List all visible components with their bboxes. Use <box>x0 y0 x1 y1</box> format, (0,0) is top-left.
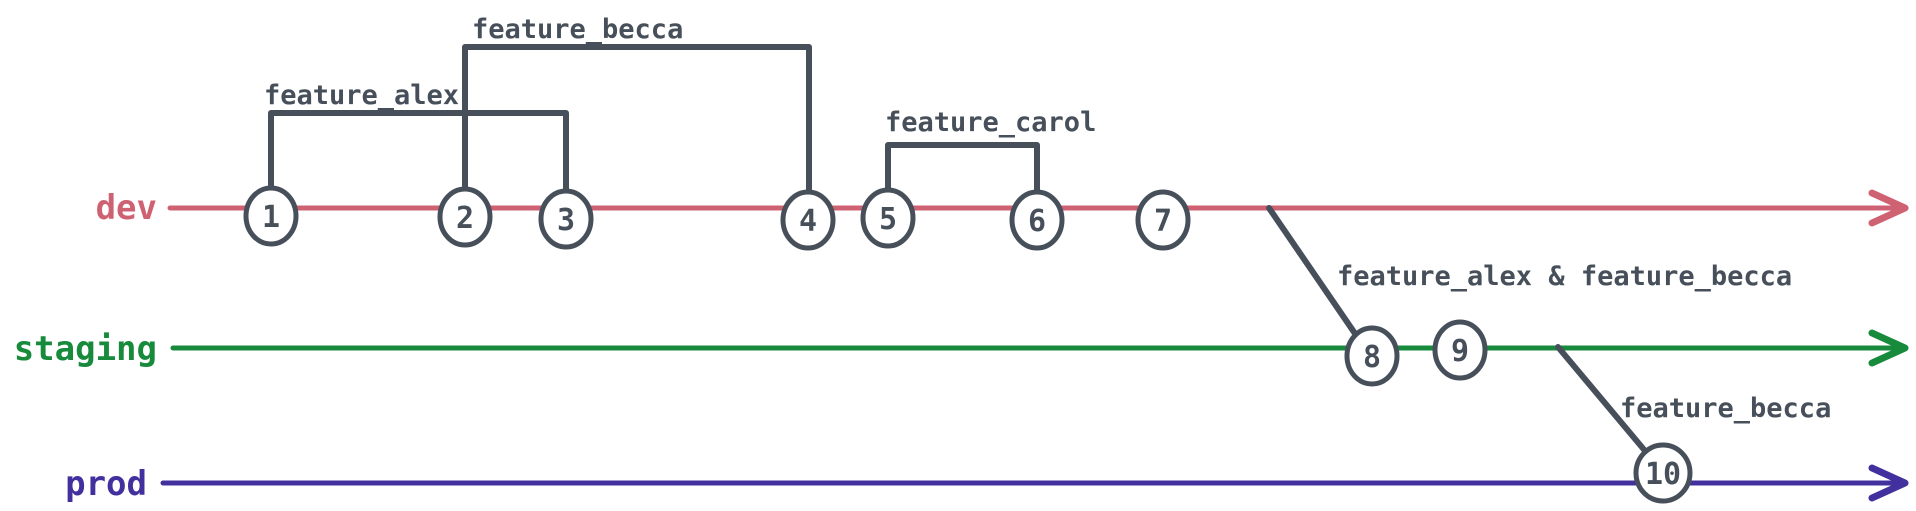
prod-arrow-icon <box>1868 464 1909 502</box>
commit-number-8: 8 <box>1363 340 1381 375</box>
connector-lines <box>268 44 1649 455</box>
commit-number-1: 1 <box>262 200 280 235</box>
prod-branch-label: prod <box>65 464 147 504</box>
feature-alex-bracket <box>268 110 569 195</box>
commit-node-1 <box>243 185 299 247</box>
commit-number-6: 6 <box>1028 204 1046 239</box>
dev-arrow-icon <box>1868 189 1909 227</box>
branch-prod: prod <box>65 464 1909 504</box>
commit-number-5: 5 <box>879 202 897 237</box>
commit-node-3 <box>538 188 594 250</box>
commit-number-9: 9 <box>1451 334 1469 369</box>
feature-carol-bracket <box>885 142 1040 195</box>
staging-arrow-icon <box>1868 329 1909 367</box>
commit-number-10: 10 <box>1645 457 1681 492</box>
commit-node-7 <box>1135 189 1191 251</box>
commit-number-2: 2 <box>456 201 474 236</box>
feature-labels: feature_alex feature_becca feature_carol… <box>264 14 1831 424</box>
branch-staging: staging <box>14 329 1909 369</box>
merge-dev-to-staging-label: feature_alex & feature_becca <box>1337 261 1792 292</box>
commit-number-4: 4 <box>799 204 817 239</box>
commit-node-4 <box>780 189 836 251</box>
merge-dev-to-staging-line <box>1266 205 1359 338</box>
commit-nodes <box>243 185 1693 504</box>
commit-number-3: 3 <box>557 203 575 238</box>
commit-node-10 <box>1633 442 1693 504</box>
commit-node-2 <box>437 186 493 248</box>
commit-node-9 <box>1432 319 1488 381</box>
feature-carol-label: feature_carol <box>885 107 1096 138</box>
commit-number-7: 7 <box>1154 204 1172 239</box>
feature-becca-label: feature_becca <box>472 14 683 45</box>
feature-becca-bracket <box>462 44 812 196</box>
merge-staging-to-prod-line <box>1555 344 1649 455</box>
commit-numbers: 1 2 3 4 5 6 7 8 9 10 <box>262 200 1681 492</box>
feature-alex-label: feature_alex <box>264 80 459 111</box>
staging-branch-label: staging <box>14 329 157 369</box>
branch-dev: dev <box>96 188 1909 228</box>
dev-branch-label: dev <box>96 188 157 228</box>
commit-node-5 <box>860 187 916 249</box>
commit-node-8 <box>1344 325 1400 387</box>
commit-node-6 <box>1009 189 1065 251</box>
merge-staging-to-prod-label: feature_becca <box>1620 393 1831 424</box>
